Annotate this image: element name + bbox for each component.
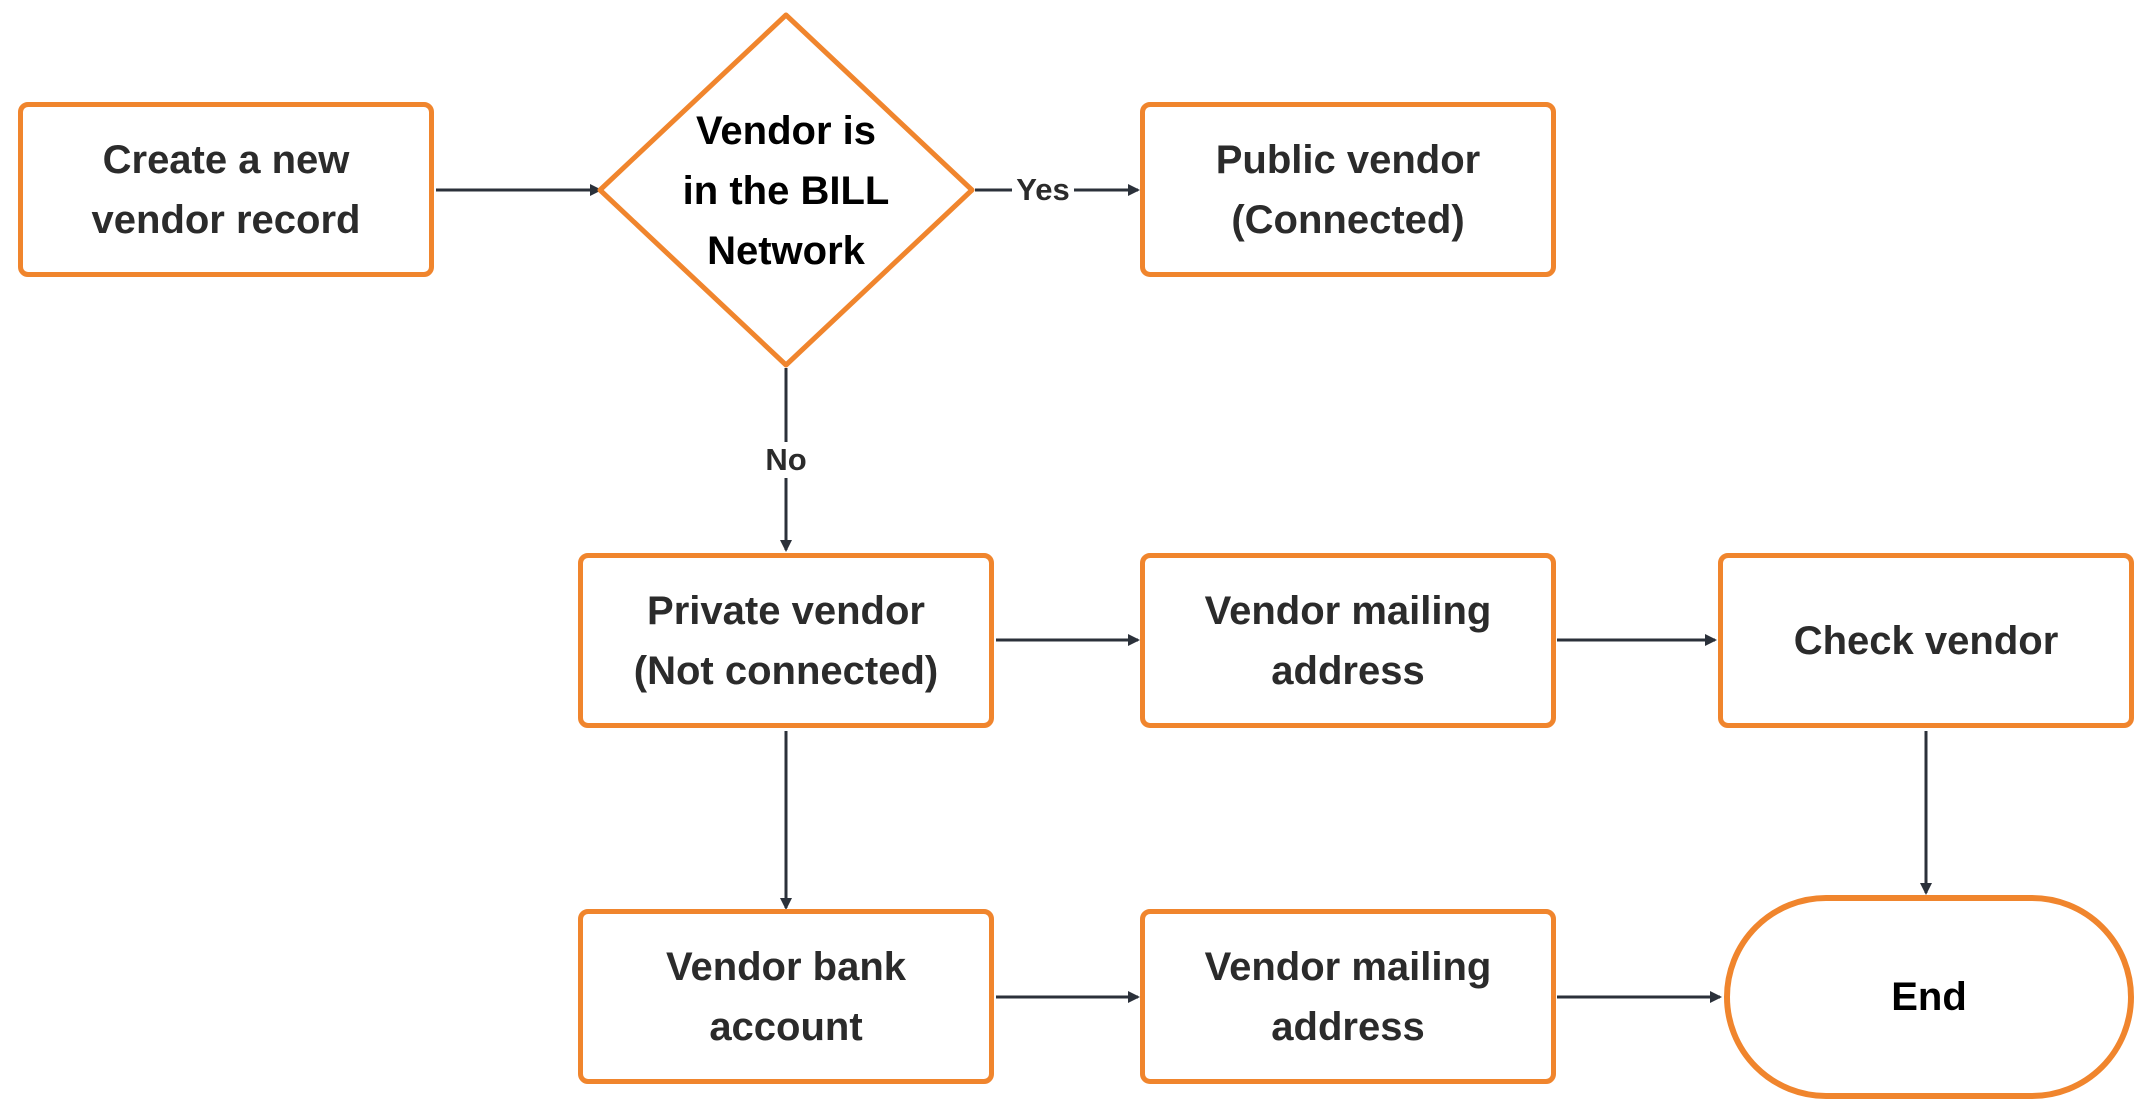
node-private-vendor: Private vendor (Not connected) [578, 553, 994, 728]
node-check-vendor: Check vendor [1718, 553, 2134, 728]
decision-label: Vendor is in the BILL Network [682, 109, 890, 273]
edge-label-no: No [756, 442, 816, 478]
decision-diamond [597, 12, 975, 368]
node-end: End [1724, 895, 2134, 1099]
node-vendor-mailing-address-top: Vendor mailing address [1140, 553, 1556, 728]
node-create-vendor-record: Create a new vendor record [18, 102, 434, 277]
node-public-vendor: Public vendor (Connected) [1140, 102, 1556, 277]
node-vendor-mailing-address-bottom: Vendor mailing address [1140, 909, 1556, 1084]
node-vendor-bank-account: Vendor bank account [578, 909, 994, 1084]
edge-label-yes: Yes [1012, 172, 1074, 208]
